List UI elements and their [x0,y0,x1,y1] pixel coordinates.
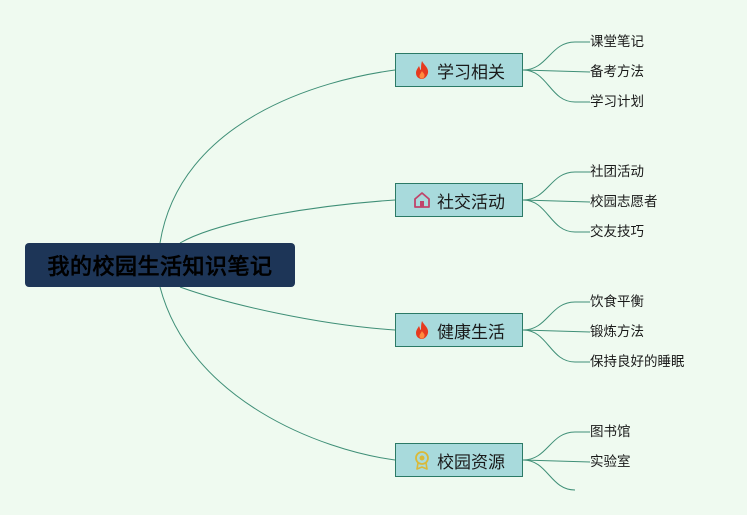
leaf-link-4-2 [522,459,591,463]
branch-topic-health[interactable]: 健康生活 [395,313,523,347]
branch-topic-study[interactable]: 学习相关 [395,53,523,87]
leaf-link-2-3 [522,199,590,233]
leaf-link-4-3 [522,459,576,491]
fire-icon [413,60,431,80]
leaf-topic[interactable]: 饮食平衡 [590,294,644,310]
leaf-topic[interactable]: 实验室 [590,454,631,470]
leaf-topic[interactable]: 课堂笔记 [590,34,644,50]
leaf-topic[interactable]: 锻炼方法 [590,324,644,340]
leaf-topic[interactable]: 校园志愿者 [590,194,658,210]
leaf-topic[interactable]: 备考方法 [590,64,644,80]
leaf-topic[interactable]: 保持良好的睡眠 [590,354,685,370]
leaf-link-1-2 [522,69,591,73]
branch-label: 校园资源 [437,452,505,473]
leaf-topic[interactable]: 学习计划 [590,94,644,110]
leaf-link-4-1 [522,431,590,461]
root-topic-label: 我的校园生活知识笔记 [47,255,273,280]
leaf-link-2-2 [522,199,591,203]
leaf-link-3-2 [522,329,591,333]
root-topic[interactable]: 我的校园生活知识笔记 [25,243,295,287]
branch-topic-social[interactable]: 社交活动 [395,183,523,217]
root-link-2 [179,199,396,244]
leaf-link-1-1 [522,41,590,71]
leaf-topic[interactable]: 社团活动 [590,164,644,180]
leaf-topic[interactable]: 交友技巧 [590,224,644,240]
leaf-topic[interactable]: 图书馆 [590,424,631,440]
branch-label: 社交活动 [437,192,505,213]
leaf-link-2-1 [522,171,590,201]
branch-label: 健康生活 [437,322,505,343]
root-link-1 [159,69,396,244]
branch-topic-resources[interactable]: 校园资源 [395,443,523,477]
leaf-link-1-3 [522,69,590,103]
house-icon [413,190,431,210]
fire-icon [413,320,431,340]
root-link-4 [159,286,396,461]
leaf-link-3-1 [522,301,590,331]
award-ribbon-icon [413,450,431,470]
branch-label: 学习相关 [437,62,505,83]
root-link-3 [179,286,396,331]
leaf-link-3-3 [522,329,590,363]
